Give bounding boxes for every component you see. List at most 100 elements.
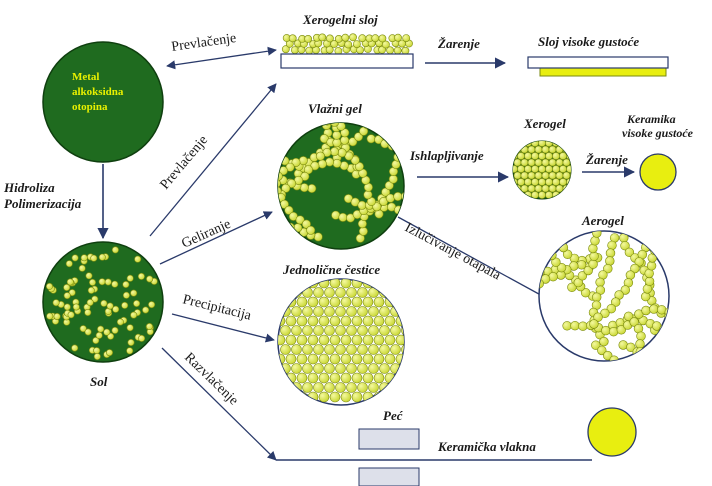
film-particle bbox=[394, 34, 401, 41]
gel-particle bbox=[259, 278, 267, 286]
uniform-particle bbox=[275, 373, 285, 383]
gel-particle bbox=[389, 175, 397, 183]
uniform-particle bbox=[358, 364, 368, 374]
uniform-particle bbox=[391, 383, 401, 393]
sol-particle bbox=[81, 255, 87, 261]
uniform-particle bbox=[363, 354, 373, 364]
xerogel-particle bbox=[538, 191, 545, 198]
uniform-particle bbox=[308, 297, 318, 307]
uniform-particle bbox=[385, 335, 395, 345]
gel-particle bbox=[271, 194, 279, 202]
uniform-particle bbox=[275, 392, 285, 402]
sol-particle bbox=[128, 339, 134, 345]
uniform-particle bbox=[374, 316, 384, 326]
aerogel-particle bbox=[647, 376, 656, 385]
uniform-particle bbox=[319, 373, 329, 383]
aerogel-particle bbox=[547, 233, 556, 242]
xerogel-particle bbox=[545, 165, 552, 172]
gel-particle bbox=[247, 211, 255, 219]
gel-particle bbox=[254, 224, 262, 232]
gel-particle bbox=[327, 80, 335, 88]
sol-particle bbox=[101, 300, 107, 306]
film-particle bbox=[289, 35, 296, 42]
xerogel-particle bbox=[566, 165, 573, 172]
sol-particle bbox=[96, 332, 102, 338]
sol-particle bbox=[72, 345, 78, 351]
uniform-particle bbox=[319, 392, 329, 402]
uniform-particle bbox=[286, 392, 296, 402]
xerogel-particle bbox=[542, 172, 549, 179]
uniform-particle bbox=[314, 345, 324, 355]
gel-particle bbox=[259, 185, 267, 193]
uniform-particle bbox=[374, 278, 384, 288]
gel-particle bbox=[273, 137, 281, 145]
gel-particle bbox=[358, 201, 366, 209]
aerogel-particle bbox=[592, 293, 601, 302]
aerogel-particle bbox=[672, 393, 681, 402]
aerogel-particle bbox=[617, 393, 626, 402]
uniform-particle bbox=[286, 316, 296, 326]
aerogel-particle bbox=[527, 213, 536, 222]
aerogel-particle bbox=[591, 236, 600, 245]
aerogel-particle bbox=[683, 342, 692, 351]
uniform-particle bbox=[292, 307, 302, 317]
gel-particle bbox=[316, 152, 324, 160]
dense-ceramic-line1: Keramika bbox=[626, 112, 676, 126]
aerogel-particle bbox=[701, 392, 710, 401]
xerogel-particle bbox=[545, 139, 552, 146]
aerogel-particle bbox=[705, 331, 712, 340]
gel-particle bbox=[307, 226, 315, 234]
polymerization-label: Polimerizacija bbox=[4, 196, 82, 211]
film-particle bbox=[349, 34, 356, 41]
gel-particle bbox=[460, 268, 468, 276]
uniform-particle bbox=[303, 345, 313, 355]
sol-particle bbox=[131, 290, 137, 296]
gel-particle bbox=[308, 184, 316, 192]
uniform-particle bbox=[330, 335, 340, 345]
sol-label: Sol bbox=[90, 374, 108, 389]
gel-particle bbox=[250, 197, 258, 205]
aerogel-particle bbox=[546, 226, 555, 235]
aerogel-particle bbox=[689, 382, 698, 391]
aerogel-particle bbox=[639, 363, 648, 372]
sol-particle bbox=[135, 256, 141, 262]
xerogel-particle bbox=[556, 159, 563, 166]
xerogel-particle bbox=[549, 146, 556, 153]
uniform-particle bbox=[385, 354, 395, 364]
xerogel-particle bbox=[535, 146, 542, 153]
aerogel-particle bbox=[648, 348, 657, 357]
uniform-particle bbox=[297, 392, 307, 402]
sol-particle bbox=[64, 304, 70, 310]
heating-xerogel-label: Žarenje bbox=[585, 152, 628, 167]
gel-particle bbox=[403, 101, 411, 109]
aerogel-particle bbox=[682, 331, 691, 340]
gel-particle bbox=[359, 227, 367, 235]
uniform-particle bbox=[303, 383, 313, 393]
gel-particle bbox=[288, 233, 296, 241]
coating-gel-label: Prevlačenje bbox=[158, 133, 211, 193]
uniform-particle bbox=[385, 392, 395, 402]
uniform-particles-packing bbox=[275, 278, 412, 402]
sol-particle bbox=[138, 335, 144, 341]
xerogel-particle bbox=[517, 139, 524, 146]
xerogel-particle bbox=[538, 152, 545, 159]
uniform-particle bbox=[297, 278, 307, 288]
gel-particle bbox=[340, 136, 348, 144]
xerogel-particle bbox=[552, 165, 559, 172]
uniform-particle bbox=[374, 392, 384, 402]
uniform-particle bbox=[319, 335, 329, 345]
aerogel-particle bbox=[666, 329, 675, 338]
xerogel-particle bbox=[531, 139, 538, 146]
gel-particle bbox=[328, 87, 336, 95]
uniform-particle bbox=[314, 326, 324, 336]
uniform-particle bbox=[352, 373, 362, 383]
uniform-particle bbox=[341, 373, 351, 383]
dense-film-substrate bbox=[528, 57, 668, 68]
uniform-particle bbox=[303, 326, 313, 336]
ceramic-fiber-spool bbox=[588, 408, 636, 456]
xerogel-film-substrate bbox=[281, 54, 413, 68]
uniform-particles-label: Jednolične čestice bbox=[282, 262, 380, 277]
dense-ceramic-line2: visoke gustoće bbox=[622, 126, 694, 140]
gel-particle bbox=[295, 254, 303, 262]
aerogel-particle bbox=[614, 362, 623, 371]
